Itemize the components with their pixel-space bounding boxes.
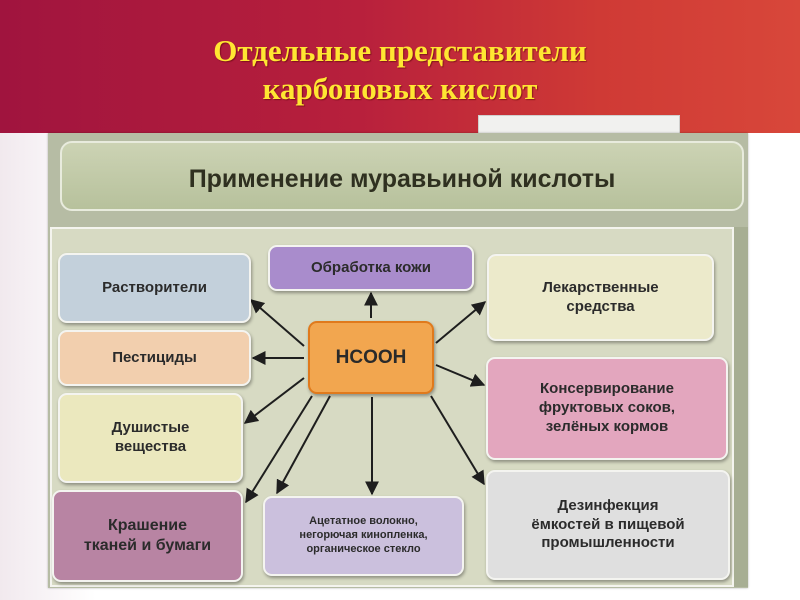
node-preservation: Консервирование фруктовых соков, зелёных…	[486, 357, 728, 460]
node-leather-processing: Обработка кожи	[268, 245, 474, 291]
node-acetate-fiber: Ацетатное волокно, негорючая кинопленка,…	[263, 496, 464, 576]
node-solvents: Растворители	[58, 253, 251, 323]
slide-title: Отдельные представители карбоновых кисло…	[0, 32, 800, 108]
node-medicines: Лекарственные средства	[487, 254, 714, 341]
node-pesticides: Пестициды	[58, 330, 251, 386]
node-disinfection: Дезинфекция ёмкостей в пищевой промышлен…	[486, 470, 730, 580]
node-perfume-substances: Душистые вещества	[58, 393, 243, 483]
diagram-heading-banner: Применение муравьиной кислоты	[60, 141, 744, 211]
panel-edge	[734, 227, 748, 587]
slide-title-line-1: Отдельные представители	[0, 32, 800, 70]
node-center-hcooh: HCOOH	[308, 321, 434, 394]
diagram-heading: Применение муравьиной кислоты	[62, 165, 742, 194]
slide-title-line-2: карбоновых кислот	[0, 70, 800, 108]
node-dyeing: Крашение тканей и бумаги	[52, 490, 243, 582]
